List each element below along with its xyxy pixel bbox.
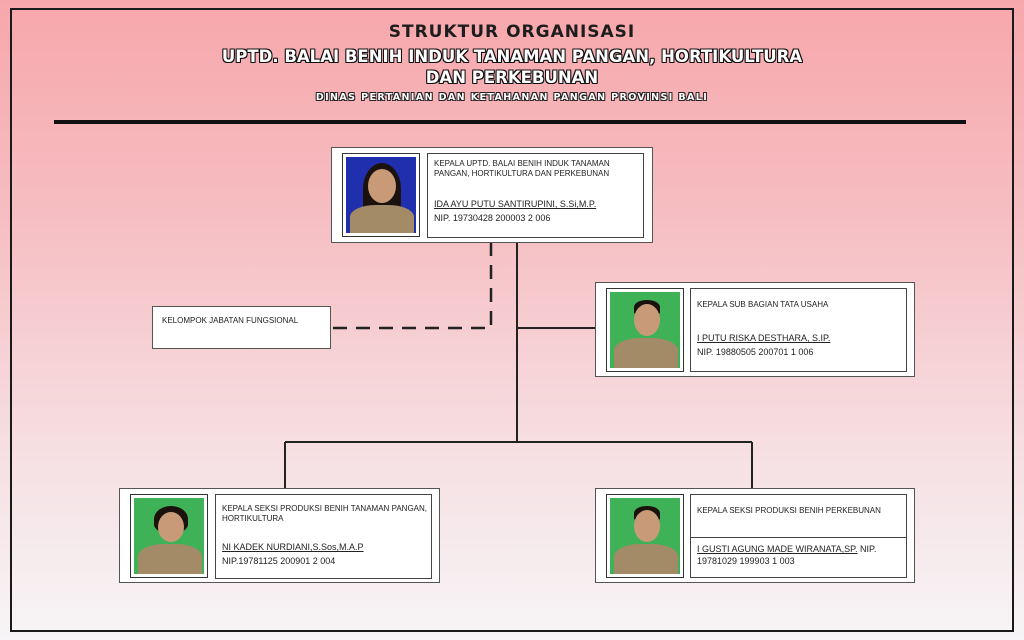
functional-dashed-line	[331, 242, 493, 330]
admin-unit-card: KEPALA SUB BAGIAN TATA USAHA I PUTU RISK…	[595, 282, 915, 377]
section-food-crops-photo	[130, 494, 208, 578]
admin-unit-photo	[606, 288, 684, 372]
admin-unit-nip: NIP. 19880505 200701 1 006	[697, 347, 814, 357]
section-estate-crops-photo	[606, 494, 684, 578]
section-food-crops-card: KEPALA SEKSI PRODUKSI BENIH TANAMAN PANG…	[119, 488, 440, 583]
head-unit-name: IDA AYU PUTU SANTIRUPINI, S.Si,M.P.	[434, 199, 597, 209]
head-unit-role: KEPALA UPTD. BALAI BENIH INDUK TANAMAN P…	[434, 159, 610, 178]
page-title: STRUKTUR ORGANISASI	[388, 22, 636, 42]
section-estate-crops-nip-prefix: NIP.	[860, 544, 877, 554]
admin-unit-role: KEPALA SUB BAGIAN TATA USAHA	[697, 300, 829, 309]
section-estate-crops-nip: 19781029 199903 1 003	[697, 556, 795, 566]
section-estate-crops-role-box: KEPALA SEKSI PRODUKSI BENIH PERKEBUNAN	[690, 494, 907, 538]
functional-group-label: KELOMPOK JABATAN FUNGSIONAL	[162, 316, 299, 325]
head-unit-nip: NIP. 19730428 200003 2 006	[434, 213, 551, 223]
section-estate-crops-role: KEPALA SEKSI PRODUKSI BENIH PERKEBUNAN	[697, 506, 881, 515]
admin-unit-info: KEPALA SUB BAGIAN TATA USAHA I PUTU RISK…	[690, 288, 907, 372]
section-estate-crops-card: KEPALA SEKSI PRODUKSI BENIH PERKEBUNAN I…	[595, 488, 915, 583]
functional-group-card: KELOMPOK JABATAN FUNGSIONAL	[152, 306, 331, 349]
page-frame	[10, 8, 1014, 632]
org-name-line1: UPTD. BALAI BENIH INDUK TANAMAN PANGAN, …	[221, 47, 803, 66]
section-estate-crops-info: I GUSTI AGUNG MADE WIRANATA,SP. NIP. 197…	[690, 537, 907, 578]
org-name-line2: DAN PERKEBUNAN	[425, 68, 599, 87]
section-food-crops-nip: NIP.19781125 200901 2 004	[222, 556, 336, 566]
department-name: DINAS PERTANIAN DAN KETAHANAN PANGAN PRO…	[315, 92, 709, 103]
section-estate-crops-id: I GUSTI AGUNG MADE WIRANATA,SP. NIP. 197…	[697, 543, 904, 567]
head-unit-card: KEPALA UPTD. BALAI BENIH INDUK TANAMAN P…	[331, 147, 653, 243]
header-divider	[54, 120, 966, 124]
section-food-crops-info: KEPALA SEKSI PRODUKSI BENIH TANAMAN PANG…	[215, 494, 432, 579]
section-food-crops-role: KEPALA SEKSI PRODUKSI BENIH TANAMAN PANG…	[222, 504, 427, 523]
admin-unit-name: I PUTU RISKA DESTHARA, S.IP.	[697, 333, 831, 343]
header: STRUKTUR ORGANISASI UPTD. BALAI BENIH IN…	[0, 22, 1024, 103]
section-food-crops-name: NI KADEK NURDIANI,S.Sos,M.A.P	[222, 542, 364, 552]
section-estate-crops-name: I GUSTI AGUNG MADE WIRANATA,SP.	[697, 544, 858, 554]
head-unit-info: KEPALA UPTD. BALAI BENIH INDUK TANAMAN P…	[427, 153, 644, 238]
head-unit-photo	[342, 153, 420, 237]
